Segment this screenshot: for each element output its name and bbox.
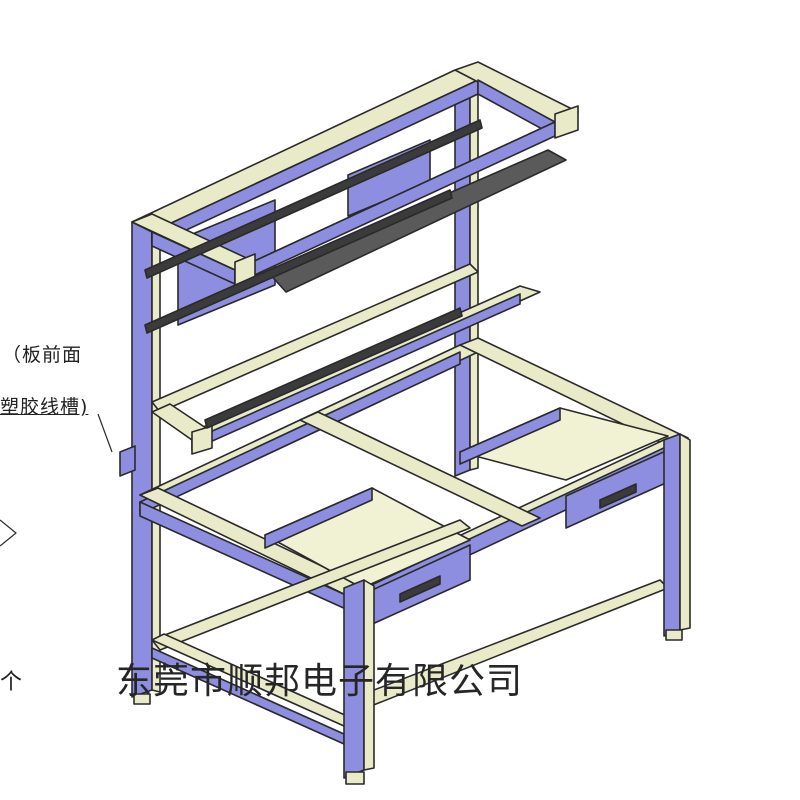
drawer-left-wall [264, 487, 373, 549]
rail-top [144, 119, 483, 279]
front-leg-right [663, 433, 681, 637]
drawer-right-handle [599, 483, 637, 509]
back-upright-left-face [151, 213, 161, 693]
mid-shelf-rail [204, 307, 463, 429]
table-cross-beam [299, 411, 541, 527]
front-leg-left-face [363, 579, 375, 771]
annotation-leader-line [97, 413, 113, 453]
rail-mid [144, 189, 453, 334]
mid-shelf-cap [191, 425, 213, 455]
foot-front-right [665, 629, 683, 641]
annotation-arrow-mark [0, 519, 17, 547]
top-frame-right-cap [554, 105, 579, 139]
front-leg-right-face [679, 433, 691, 631]
annotation-text-line-2: 塑胶线槽) [0, 396, 89, 418]
drawer-right-wall [459, 407, 561, 465]
company-name-caption: 东莞市顺邦电子有限公司 [116, 661, 524, 702]
foot-front-left [345, 771, 365, 785]
annotation-text-line-3: 个 [0, 670, 23, 695]
annotation-text-line-1: （板前面 [2, 344, 83, 366]
cable-trough-bracket [119, 445, 136, 477]
foot-back-left [133, 693, 151, 705]
lamp-shade [267, 149, 567, 293]
drawer-left-handle [399, 575, 441, 603]
mid-shelf-back-beam [151, 263, 479, 413]
top-frame-front-beam-side [234, 121, 556, 285]
lower-back-beam [151, 519, 471, 651]
